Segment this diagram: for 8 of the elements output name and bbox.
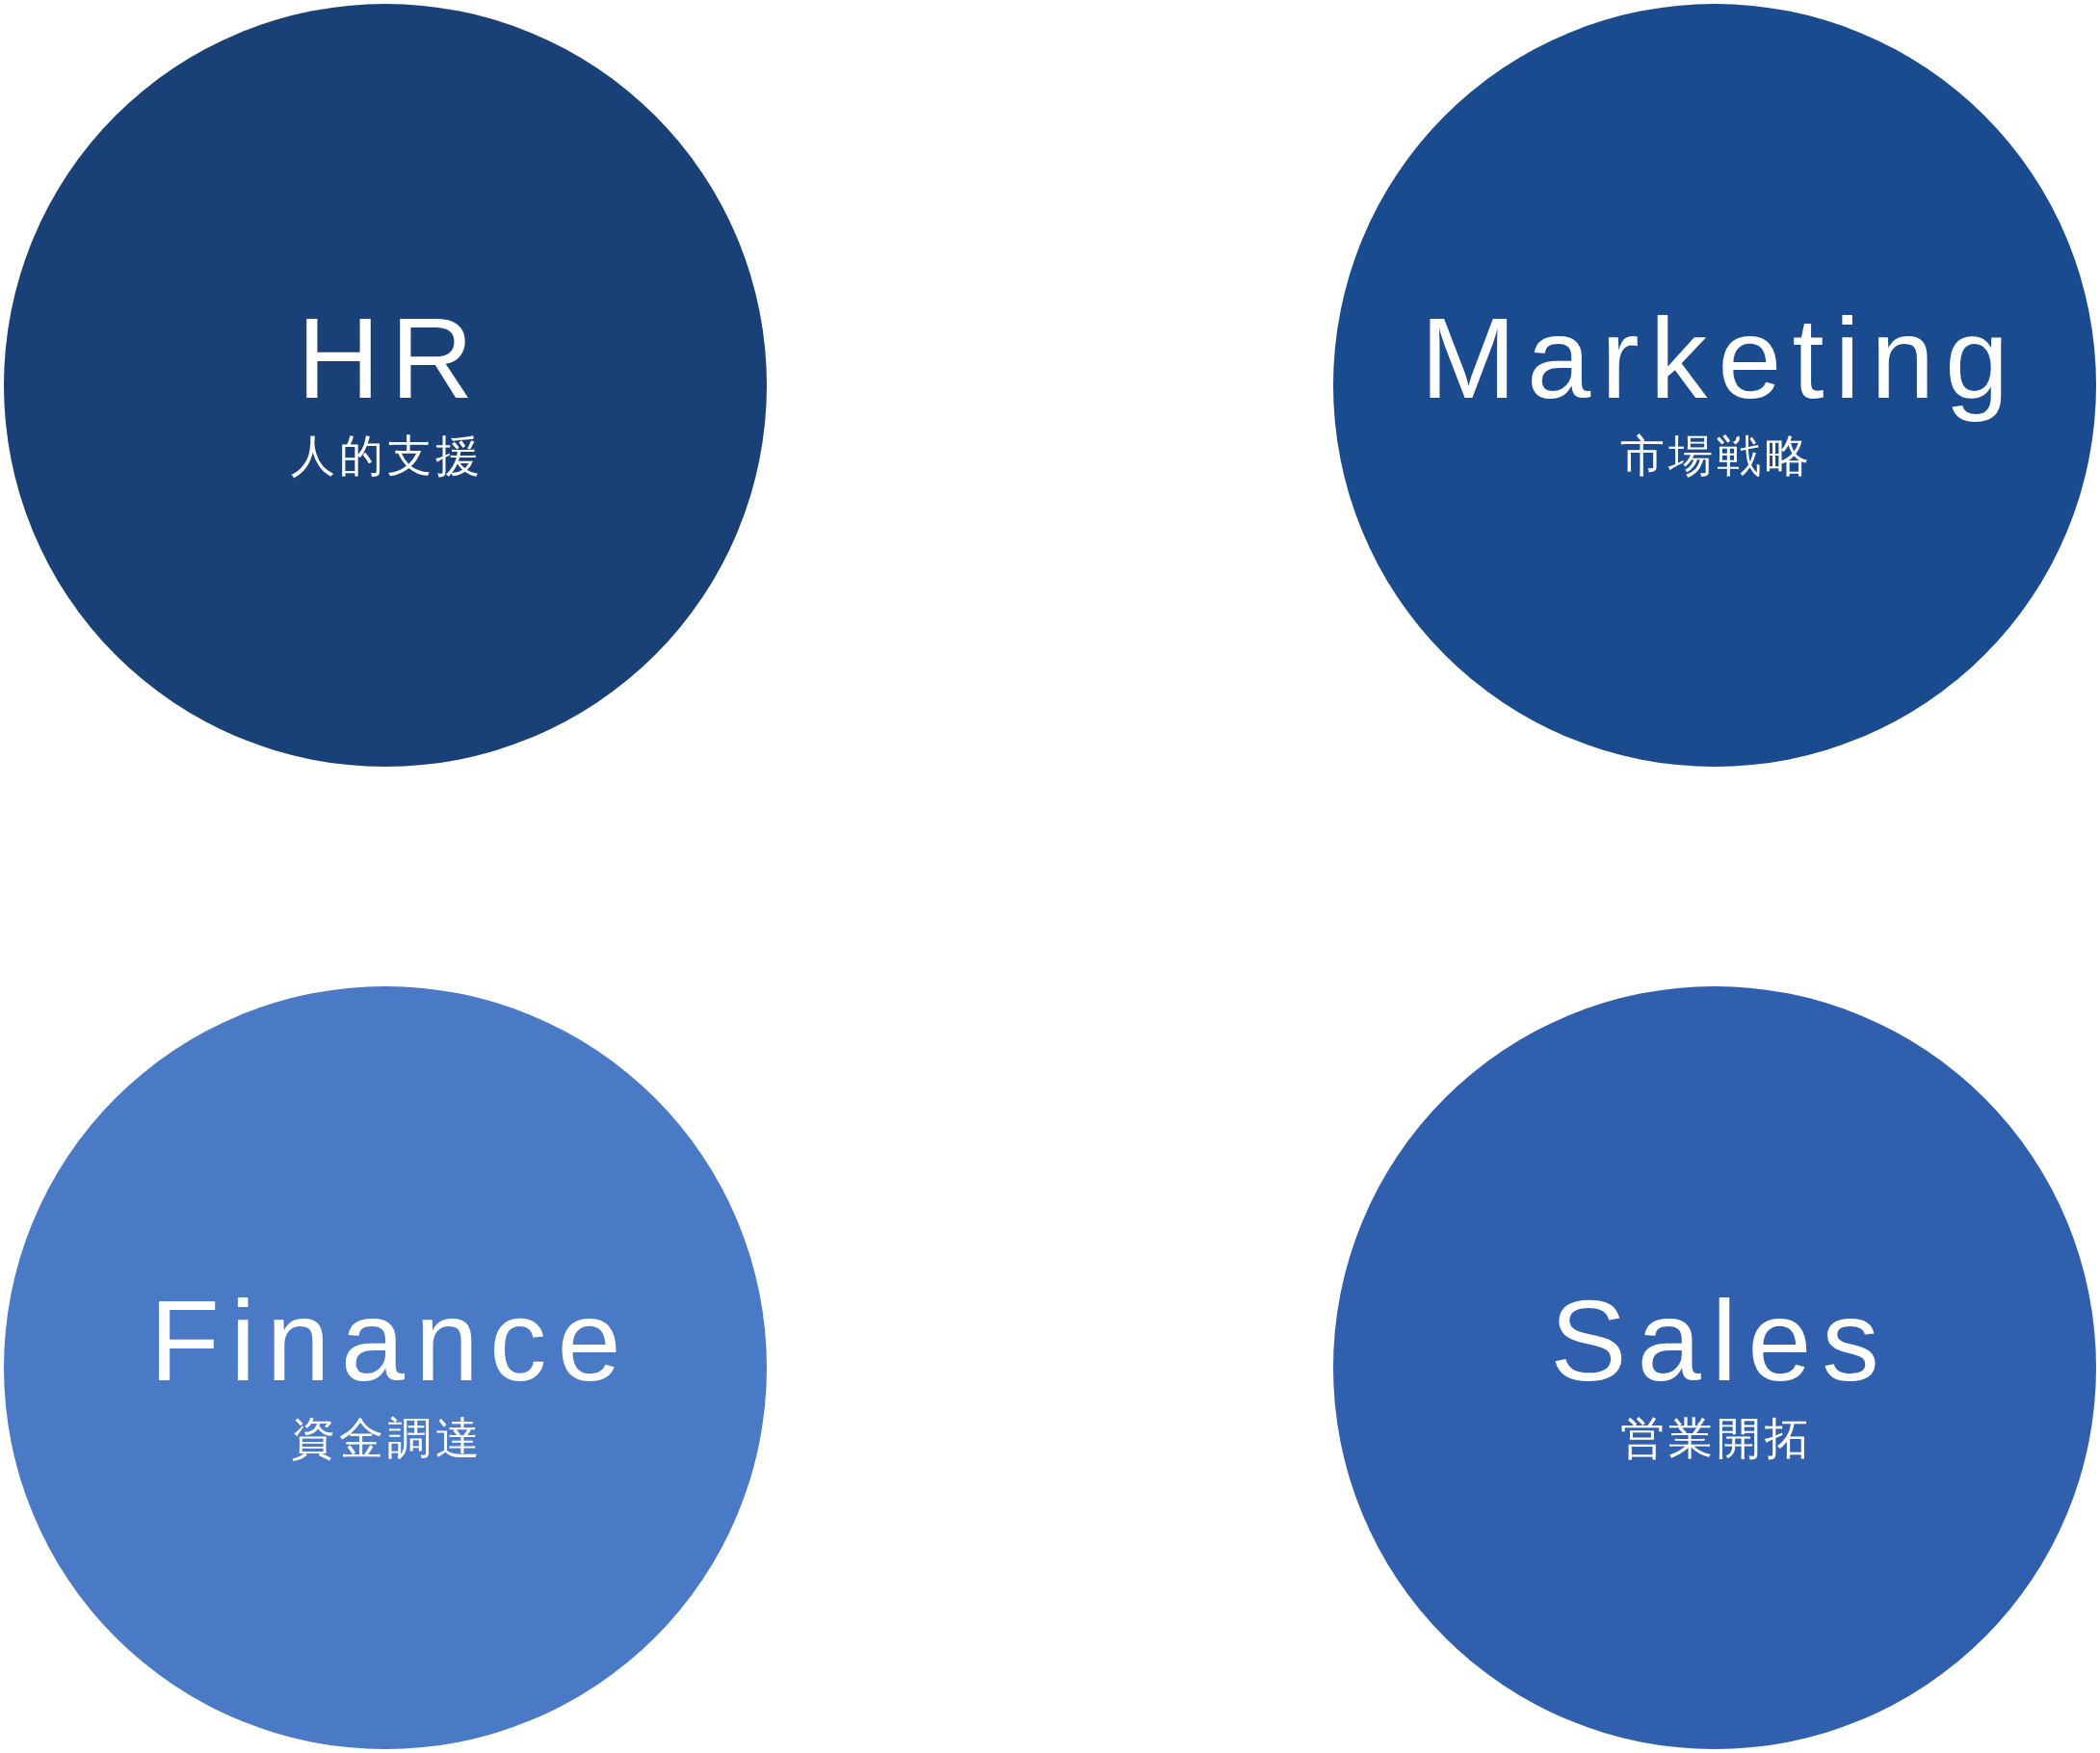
circle-title: HR [296, 293, 485, 424]
circle-title: Sales [1549, 1275, 1890, 1406]
circle-title: Finance [148, 1275, 632, 1406]
circle-subtitle: 人的支援 [290, 431, 484, 482]
circle-subtitle: 資金調達 [290, 1413, 484, 1464]
circle-title: Marketing [1419, 293, 2020, 424]
circle-subtitle: 市場戦略 [1619, 431, 1813, 482]
circle-subtitle: 営業開拓 [1619, 1413, 1813, 1464]
